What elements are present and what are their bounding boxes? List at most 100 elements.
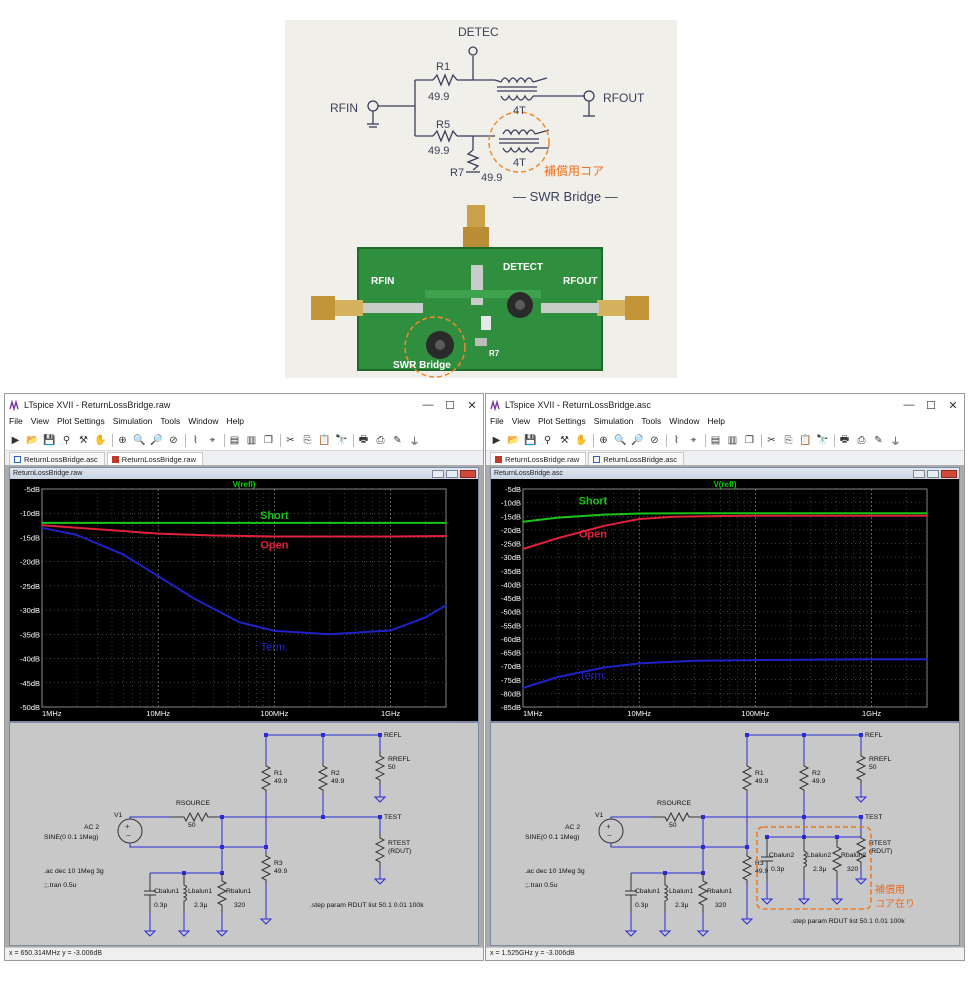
halt-icon[interactable]: ⚲ [62, 434, 71, 446]
resistor-r3[interactable] [741, 853, 753, 883]
resistor-r2[interactable] [798, 763, 810, 793]
resistor-rtest[interactable] [855, 833, 867, 867]
title-bar[interactable]: LTspice XVII - ReturnLossBridge.raw — ☐ … [5, 394, 483, 416]
resistor-rbalun2[interactable] [831, 837, 843, 881]
inductor-lbalun2[interactable] [802, 837, 807, 881]
resistor-rbalun1[interactable] [697, 873, 709, 913]
cut-icon[interactable]: ✂ [286, 434, 295, 446]
ground-icon[interactable]: ⏚ [890, 436, 901, 448]
print-preview-icon[interactable]: 🖶 [839, 433, 850, 445]
minimize-button[interactable]: — [903, 399, 915, 411]
minimize-button[interactable]: — [422, 399, 434, 411]
run-icon[interactable]: ▶ [492, 434, 501, 446]
waveform-plot[interactable]: -5dB-10dB-15dB-20dB-25dB-30dB-35dB-40dB-… [10, 479, 472, 719]
find-icon[interactable]: 🔭 [816, 434, 829, 446]
waveform-window[interactable]: ReturnLossBridge.raw -5dB-10dB-15dB-20dB… [9, 467, 479, 722]
inductor-lbalun1[interactable] [663, 873, 668, 913]
tile-vertical-icon[interactable]: ▥ [246, 434, 257, 446]
paste-icon[interactable]: 📋 [799, 434, 812, 446]
menu-simulation[interactable]: Simulation [593, 416, 634, 426]
waveform-plot[interactable]: -5dB-10dB-15dB-20dB-25dB-30dB-35dB-40dB-… [491, 479, 953, 719]
print-icon[interactable]: ⎙ [376, 434, 385, 446]
find-icon[interactable]: 🔭 [335, 434, 348, 446]
open-folder-icon[interactable]: 📂 [507, 434, 520, 446]
resistor-rrefl[interactable] [374, 751, 386, 785]
zoom-cancel-icon[interactable]: ⊘ [650, 434, 659, 446]
tab-second[interactable]: ReturnLossBridge.asc [588, 452, 684, 466]
zoom-area-icon[interactable]: ⊕ [599, 434, 608, 446]
print-icon[interactable]: ⎙ [857, 434, 866, 446]
menu-file[interactable]: File [490, 416, 504, 426]
menu-help[interactable]: Help [707, 416, 725, 426]
ltspice-window-left[interactable]: LTspice XVII - ReturnLossBridge.raw — ☐ … [4, 393, 484, 961]
close-button[interactable]: ✕ [948, 399, 958, 412]
inductor-lbalun1[interactable] [182, 873, 187, 913]
copy-icon[interactable]: ⎘ [303, 434, 312, 446]
cascade-icon[interactable]: ❐ [745, 434, 754, 446]
resistor-rsource[interactable] [170, 811, 222, 823]
plot-pane[interactable]: -5dB-10dB-15dB-20dB-25dB-30dB-35dB-40dB-… [491, 479, 959, 721]
resistor-rrefl[interactable] [855, 751, 867, 785]
capacitor-cbalun2[interactable] [761, 837, 773, 881]
print-preview-icon[interactable]: 🖶 [358, 433, 369, 445]
resistor-r3[interactable] [260, 853, 272, 883]
ltspice-window-right[interactable]: LTspice XVII - ReturnLossBridge.asc — ☐ … [485, 393, 965, 961]
schematic-canvas[interactable]: REFLR149.9R249.9RREFL50TESTRTEST(RDUT)+−… [10, 723, 472, 951]
menu-tools[interactable]: Tools [641, 416, 662, 426]
pan-hand-icon[interactable]: ✋ [575, 434, 588, 446]
zoom-out-icon[interactable]: 🔎 [631, 434, 644, 446]
maximize-button[interactable]: ☐ [926, 399, 936, 412]
tab-second[interactable]: ReturnLossBridge.raw [106, 452, 203, 466]
maximize-button[interactable]: ☐ [445, 399, 455, 412]
cascade-icon[interactable]: ❐ [264, 434, 273, 446]
zoom-cancel-icon[interactable]: ⊘ [169, 434, 178, 446]
waveform-restore-button[interactable] [446, 469, 458, 478]
menu-window[interactable]: Window [188, 416, 219, 426]
menu-help[interactable]: Help [226, 416, 244, 426]
ground-icon[interactable]: ⏚ [409, 436, 420, 448]
tile-vertical-icon[interactable]: ▥ [727, 434, 738, 446]
tab-first[interactable]: ReturnLossBridge.asc [9, 452, 105, 466]
save-icon[interactable]: 💾 [43, 434, 56, 446]
copy-icon[interactable]: ⎘ [784, 434, 793, 446]
waveform-minimize-button[interactable] [913, 469, 925, 478]
capacitor-cbalun1[interactable] [625, 873, 637, 913]
run-icon[interactable]: ▶ [11, 434, 20, 446]
save-icon[interactable]: 💾 [524, 434, 537, 446]
resistor-r2[interactable] [317, 763, 329, 793]
autorange-icon[interactable]: ⚒ [79, 434, 88, 446]
menu-file[interactable]: File [9, 416, 23, 426]
waveform-close-button[interactable] [460, 469, 476, 478]
resistor-rbalun1[interactable] [216, 873, 228, 913]
pencil-icon[interactable]: ✎ [393, 434, 402, 446]
autorange-icon[interactable]: ⚒ [560, 434, 569, 446]
halt-icon[interactable]: ⚲ [543, 434, 552, 446]
menu-tools[interactable]: Tools [160, 416, 181, 426]
plot-pane[interactable]: -5dB-10dB-15dB-20dB-25dB-30dB-35dB-40dB-… [10, 479, 478, 721]
open-folder-icon[interactable]: 📂 [26, 434, 39, 446]
tab-first[interactable]: ReturnLossBridge.raw [490, 452, 587, 466]
resistor-rtest[interactable] [374, 833, 386, 867]
pan-hand-icon[interactable]: ✋ [94, 434, 107, 446]
menu-window[interactable]: Window [669, 416, 700, 426]
schematic-canvas[interactable]: REFLR149.9R249.9RREFL50TESTRTEST(RDUT)+−… [491, 723, 953, 951]
paste-icon[interactable]: 📋 [318, 434, 331, 446]
menu-simulation[interactable]: Simulation [112, 416, 153, 426]
waveform-window-titlebar[interactable]: ReturnLossBridge.raw [10, 468, 478, 479]
resistor-r1[interactable] [741, 763, 753, 793]
zoom-out-icon[interactable]: 🔎 [150, 434, 163, 446]
waveform-icon[interactable]: ⌇ [193, 434, 198, 446]
waveform-restore-button[interactable] [927, 469, 939, 478]
title-bar[interactable]: LTspice XVII - ReturnLossBridge.asc — ☐ … [486, 394, 964, 416]
waveform-window[interactable]: ReturnLossBridge.asc -5dB-10dB-15dB-20dB… [490, 467, 960, 722]
capacitor-cbalun1[interactable] [144, 873, 156, 913]
menu-plot-settings[interactable]: Plot Settings [56, 416, 105, 426]
resistor-r1[interactable] [260, 763, 272, 793]
menu-view[interactable]: View [30, 416, 49, 426]
waveform-close-button[interactable] [941, 469, 957, 478]
cursor-icon[interactable]: ⌖ [209, 434, 216, 446]
waveform-icon[interactable]: ⌇ [674, 434, 679, 446]
zoom-in-icon[interactable]: 🔍 [133, 434, 146, 446]
